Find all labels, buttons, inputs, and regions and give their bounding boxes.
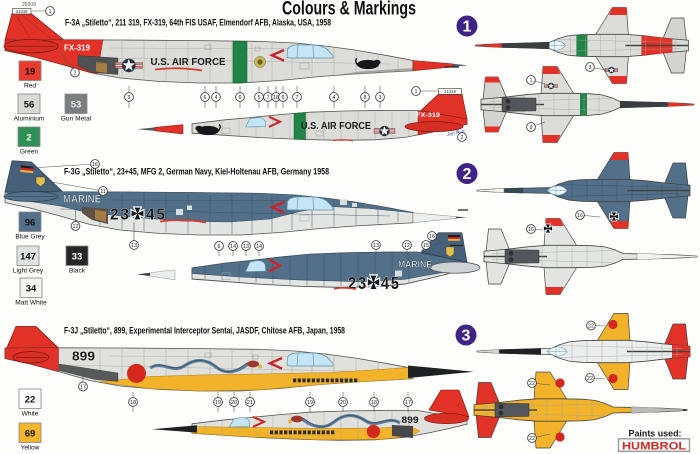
- svg-text:6: 6: [204, 95, 207, 101]
- svg-text:21: 21: [247, 400, 253, 406]
- svg-text:MARINE: MARINE: [398, 259, 432, 270]
- svg-text:14: 14: [256, 244, 262, 250]
- svg-text:9: 9: [530, 125, 533, 131]
- svg-text:MARINE: MARINE: [63, 194, 101, 206]
- svg-text:Red: Red: [24, 83, 36, 90]
- svg-text:16: 16: [92, 162, 98, 168]
- svg-text:19: 19: [307, 400, 313, 406]
- svg-text:16: 16: [429, 234, 435, 240]
- svg-text:12: 12: [404, 243, 410, 249]
- svg-text:26309: 26309: [22, 2, 36, 8]
- svg-text:53: 53: [71, 100, 82, 111]
- svg-text:F-3J „Stiletto“, 899, Experime: F-3J „Stiletto“, 899, Experimental Inter…: [64, 326, 345, 336]
- svg-text:20: 20: [231, 400, 237, 406]
- svg-text:22: 22: [25, 395, 36, 406]
- svg-text:23: 23: [348, 275, 366, 293]
- svg-text:19: 19: [25, 67, 36, 78]
- svg-text:7: 7: [296, 95, 299, 101]
- svg-text:69: 69: [25, 429, 36, 440]
- svg-text:19: 19: [215, 400, 221, 406]
- svg-text:3: 3: [379, 95, 382, 101]
- svg-text:2: 2: [26, 133, 31, 144]
- svg-text:FX-319: FX-319: [416, 112, 440, 119]
- svg-text:17: 17: [80, 384, 86, 390]
- svg-text:18: 18: [130, 400, 136, 406]
- svg-text:15: 15: [423, 243, 429, 249]
- svg-text:1: 1: [463, 19, 472, 36]
- svg-text:Colours & Markings: Colours & Markings: [282, 0, 416, 20]
- svg-text:18: 18: [371, 400, 377, 406]
- svg-text:13: 13: [131, 243, 137, 249]
- svg-text:FX-319: FX-319: [64, 44, 91, 53]
- svg-text:Gun Metal: Gun Metal: [61, 116, 92, 123]
- svg-text:F-3G „Stiletto“, 23+45, MFG 2,: F-3G „Stiletto“, 23+45, MFG 2, German Na…: [64, 167, 329, 177]
- svg-text:22: 22: [529, 381, 535, 387]
- svg-text:13: 13: [243, 244, 249, 250]
- svg-text:4: 4: [333, 95, 336, 101]
- svg-text:45: 45: [381, 275, 399, 293]
- svg-text:2: 2: [461, 135, 464, 141]
- svg-text:Aluminium: Aluminium: [14, 116, 45, 123]
- svg-text:33: 33: [72, 252, 83, 263]
- svg-text:White: White: [22, 411, 39, 418]
- svg-text:U.S. AIR FORCE: U.S. AIR FORCE: [151, 56, 226, 68]
- svg-text:899: 899: [402, 415, 419, 425]
- svg-text:12: 12: [73, 224, 79, 230]
- svg-text:22: 22: [587, 376, 593, 382]
- svg-text:34: 34: [26, 284, 37, 295]
- svg-text:F-3A „Stiletto“, 211 319, FX-3: F-3A „Stiletto“, 211 319, FX-319, 64th F…: [65, 18, 331, 28]
- svg-text:14: 14: [230, 244, 236, 250]
- svg-text:147: 147: [20, 252, 36, 263]
- svg-text:20: 20: [340, 400, 346, 406]
- svg-text:U.S. AIR FORCE: U.S. AIR FORCE: [301, 121, 371, 132]
- svg-text:3: 3: [128, 95, 131, 101]
- svg-text:6: 6: [239, 95, 242, 101]
- svg-text:HUMBROL: HUMBROL: [622, 441, 686, 453]
- svg-text:Jan Polc: Jan Polc: [445, 129, 466, 138]
- svg-text:4: 4: [215, 95, 218, 101]
- svg-text:899: 899: [72, 350, 95, 364]
- svg-text:45: 45: [146, 207, 165, 224]
- svg-text:Black: Black: [69, 268, 86, 275]
- svg-text:96: 96: [25, 218, 36, 229]
- svg-text:1: 1: [415, 89, 418, 95]
- svg-text:16: 16: [273, 95, 279, 101]
- svg-text:Green: Green: [20, 149, 39, 156]
- svg-text:11: 11: [100, 189, 106, 195]
- svg-text:1: 1: [49, 9, 52, 15]
- svg-text:1: 1: [530, 78, 533, 84]
- svg-text:5: 5: [258, 95, 261, 101]
- svg-text:21319: 21319: [16, 9, 28, 14]
- svg-text:22: 22: [588, 323, 594, 329]
- svg-text:23: 23: [110, 207, 129, 224]
- svg-text:3: 3: [462, 328, 471, 345]
- svg-text:13: 13: [373, 243, 379, 249]
- svg-text:17: 17: [405, 400, 411, 406]
- svg-text:Blue Grey: Blue Grey: [15, 234, 45, 241]
- svg-text:7: 7: [267, 95, 270, 101]
- svg-text:Light Grey: Light Grey: [13, 268, 44, 275]
- svg-text:2: 2: [74, 70, 77, 76]
- svg-text:Matt White: Matt White: [15, 300, 47, 307]
- svg-text:56: 56: [24, 100, 35, 111]
- svg-text:2: 2: [463, 166, 472, 183]
- svg-text:6: 6: [282, 95, 285, 101]
- svg-text:8: 8: [364, 95, 367, 101]
- svg-text:16: 16: [528, 227, 534, 233]
- svg-text:Paints used:: Paints used:: [629, 429, 682, 440]
- svg-text:16: 16: [577, 213, 583, 219]
- svg-text:21319: 21319: [444, 89, 456, 94]
- svg-text:3: 3: [589, 65, 592, 71]
- svg-text:Yellow: Yellow: [21, 445, 40, 452]
- svg-text:6: 6: [218, 244, 221, 250]
- svg-text:22: 22: [529, 436, 535, 442]
